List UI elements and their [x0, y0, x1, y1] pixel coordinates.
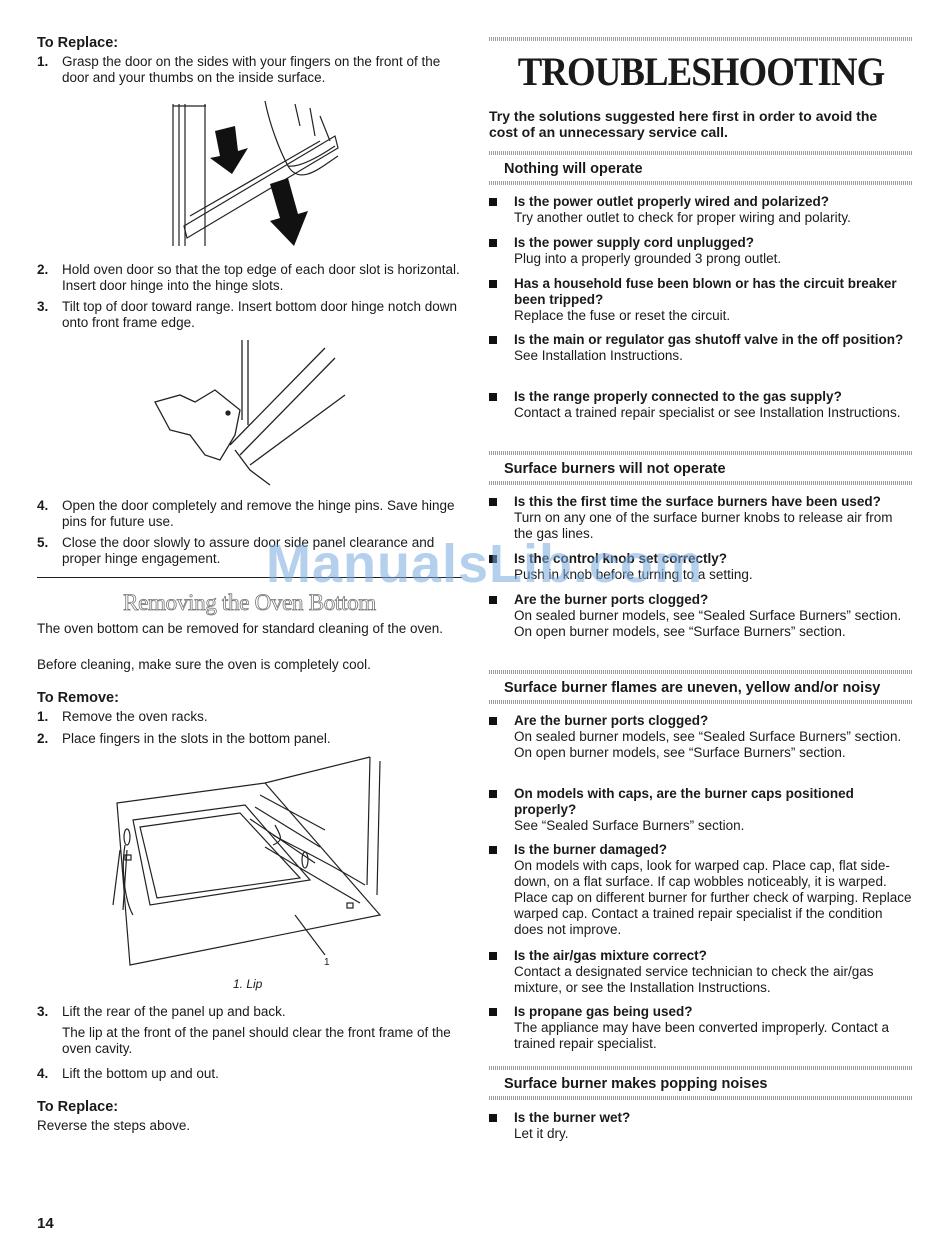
- qa-item: Is this the first time the surface burne…: [489, 494, 913, 542]
- bullet-icon: [489, 555, 497, 563]
- qa-item: Is the power outlet properly wired and p…: [489, 194, 913, 226]
- step-3: 3. Tilt top of door toward range. Insert…: [37, 299, 457, 330]
- section-divider: [37, 577, 462, 578]
- figure-caption: 1. Lip: [233, 977, 263, 991]
- qa-item: Is the burner damaged? On models with ca…: [489, 842, 913, 938]
- title-rule: [489, 37, 913, 41]
- intro-paragraph: The oven bottom can be removed for stand…: [37, 621, 444, 636]
- replace-instructions: Reverse the steps above.: [37, 1118, 191, 1133]
- remove-step-1: 1. Remove the oven racks.: [37, 709, 208, 724]
- replace-heading: To Replace:: [37, 35, 119, 51]
- bullet-icon: [489, 1114, 497, 1122]
- remove-step-3: 3. Lift the rear of the panel up and bac…: [37, 1004, 286, 1019]
- remove-step-2: 2. Place fingers in the slots in the bot…: [37, 731, 331, 746]
- bullet-icon: [489, 198, 497, 206]
- lip-note: The lip at the front of the panel should…: [62, 1025, 451, 1056]
- bullet-icon: [489, 952, 497, 960]
- qa-item: Is the main or regulator gas shutoff val…: [489, 332, 913, 364]
- section-nothing-will-operate: Nothing will operate: [489, 151, 913, 185]
- bullet-icon: [489, 846, 497, 854]
- remove-step-4: 4. Lift the bottom up and out.: [37, 1066, 219, 1081]
- step-1: 1. Grasp the door on the sides with your…: [37, 54, 441, 85]
- bullet-icon: [489, 336, 497, 344]
- oven-bottom-illustration: [112, 756, 382, 966]
- bullet-icon: [489, 596, 497, 604]
- section-title-removing-oven-bottom: Removing the Oven Bottom: [123, 590, 377, 616]
- figure-callout-number: 1: [324, 957, 330, 968]
- bullet-icon: [489, 393, 497, 401]
- cool-note: Before cleaning, make sure the oven is c…: [37, 657, 371, 672]
- qa-item: Has a household fuse been blown or has t…: [489, 276, 913, 324]
- qa-item: Is propane gas being used? The appliance…: [489, 1004, 913, 1052]
- step-5: 5. Close the door slowly to assure door …: [37, 535, 435, 566]
- bullet-icon: [489, 1008, 497, 1016]
- door-grasp-illustration: [172, 100, 339, 246]
- bullet-icon: [489, 280, 497, 288]
- qa-item: Is the burner wet? Let it dry.: [489, 1110, 913, 1142]
- section-surface-burner-popping: Surface burner makes popping noises: [489, 1066, 913, 1100]
- page-number: 14: [37, 1215, 54, 1232]
- bullet-icon: [489, 717, 497, 725]
- bullet-icon: [489, 239, 497, 247]
- troubleshooting-intro: Try the solutions suggested here first i…: [489, 108, 878, 140]
- step-4: 4. Open the door completely and remove t…: [37, 498, 455, 529]
- page-title: TROUBLESHOOTING: [517, 49, 885, 94]
- qa-item: Are the burner ports clogged? On sealed …: [489, 592, 913, 640]
- bullet-icon: [489, 790, 497, 798]
- section-surface-burners-will-not-operate: Surface burners will not operate: [489, 451, 913, 485]
- qa-item: On models with caps, are the burner caps…: [489, 786, 913, 834]
- bullet-icon: [489, 498, 497, 506]
- remove-heading: To Remove:: [37, 690, 119, 706]
- watermark: ManualsLib.com: [266, 534, 704, 594]
- replace-heading-2: To Replace:: [37, 1099, 119, 1115]
- qa-item: Is the control knob set correctly? Push …: [489, 551, 913, 583]
- step-2: 2. Hold oven door so that the top edge o…: [37, 262, 460, 293]
- qa-item: Is the range properly connected to the g…: [489, 389, 913, 421]
- qa-item: Is the air/gas mixture correct? Contact …: [489, 948, 913, 996]
- qa-item: Are the burner ports clogged? On sealed …: [489, 713, 913, 761]
- qa-item: Is the power supply cord unplugged? Plug…: [489, 235, 913, 267]
- section-surface-burner-flames: Surface burner flames are uneven, yellow…: [489, 670, 913, 704]
- hinge-illustration: [154, 340, 346, 486]
